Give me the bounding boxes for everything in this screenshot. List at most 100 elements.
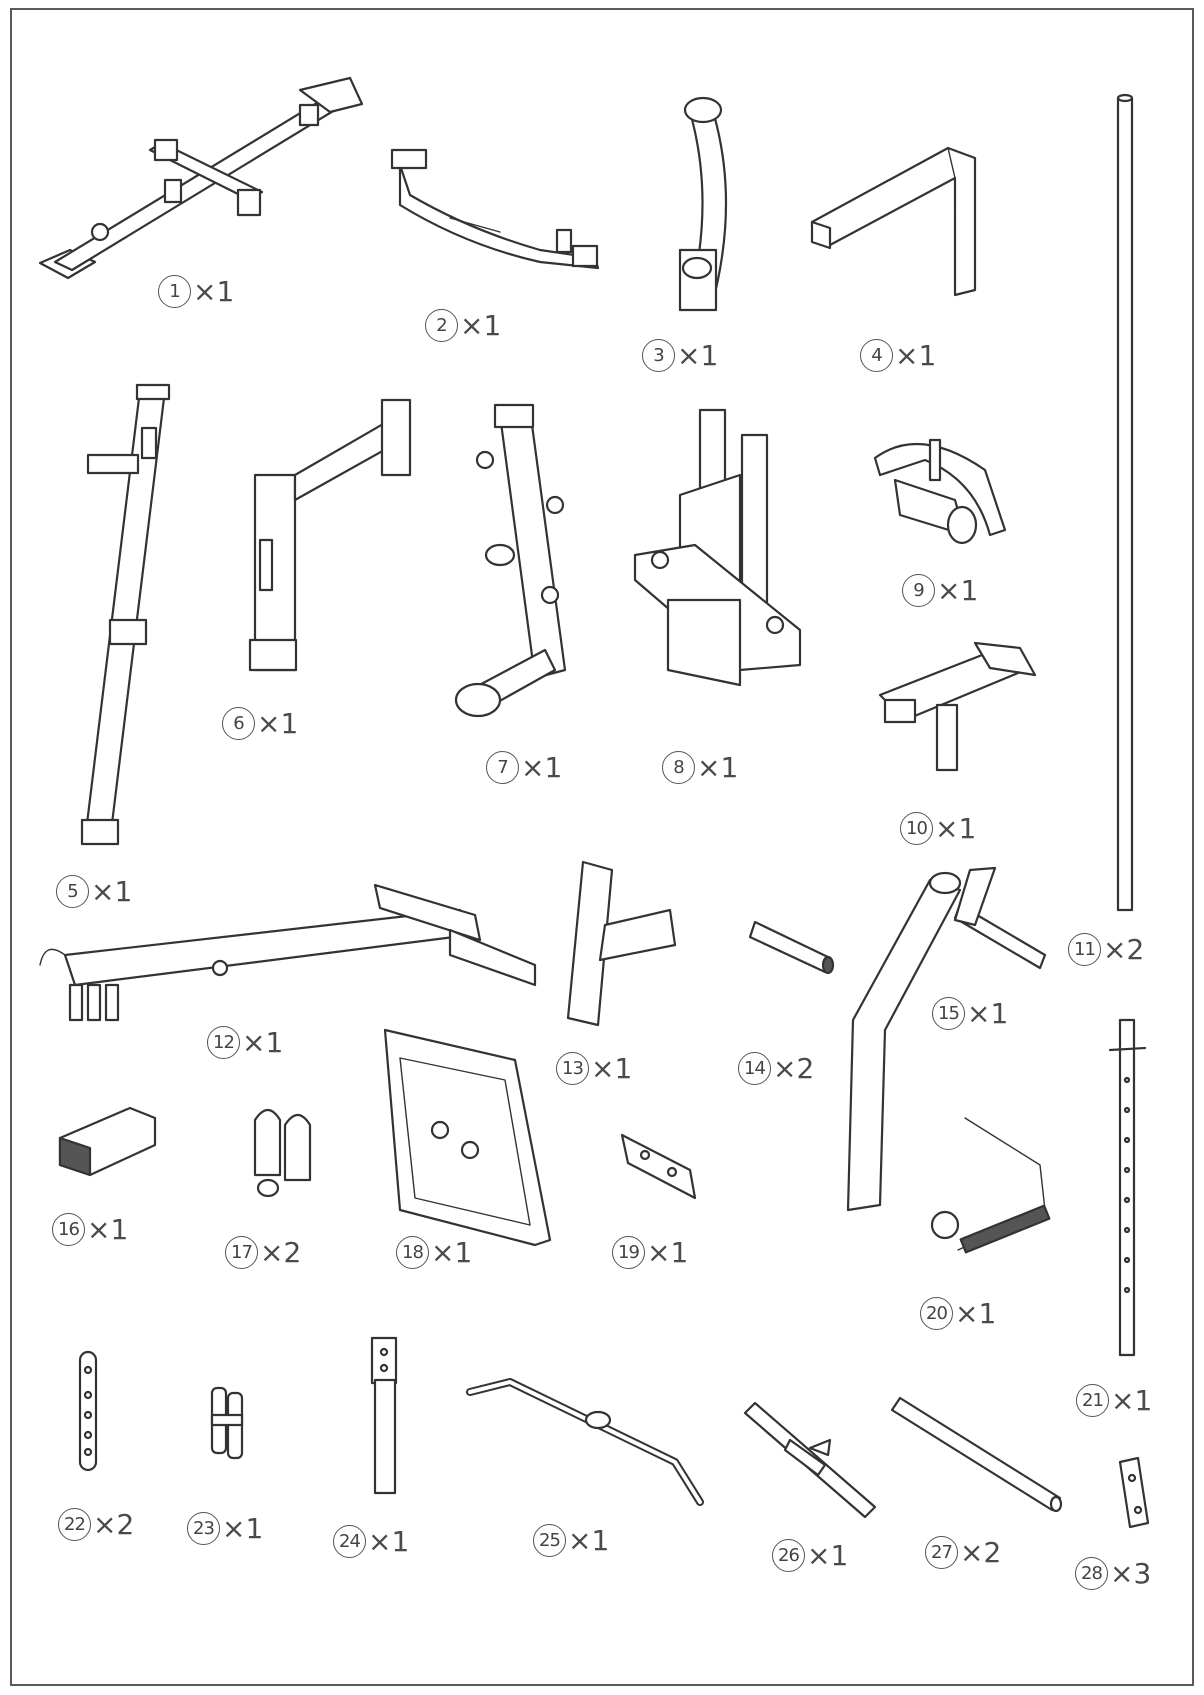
part-20-number: 20 — [920, 1297, 953, 1330]
part-10-quantity: ×1 — [935, 811, 977, 845]
part-24-label: 24×1 — [333, 1525, 409, 1558]
part-2-quantity: ×1 — [460, 308, 502, 342]
part-8-quantity: ×1 — [697, 750, 739, 784]
part-17-label: 17×2 — [225, 1236, 301, 1269]
part-1-number: 1 — [158, 275, 191, 308]
part-22-number: 22 — [58, 1508, 91, 1541]
part-28-number: 28 — [1075, 1557, 1108, 1590]
part-25-number: 25 — [533, 1524, 566, 1557]
part-6-number: 6 — [222, 707, 255, 740]
part-3-number: 3 — [642, 339, 675, 372]
part-24-number: 24 — [333, 1525, 366, 1558]
part-9-number: 9 — [902, 574, 935, 607]
part-4-number: 4 — [860, 339, 893, 372]
part-14-number: 14 — [738, 1052, 771, 1085]
part-21-quantity: ×1 — [1111, 1383, 1153, 1417]
part-7-number: 7 — [486, 751, 519, 784]
part-3-quantity: ×1 — [677, 338, 719, 372]
part-20-label: 20×1 — [920, 1297, 996, 1330]
part-14-quantity: ×2 — [773, 1051, 815, 1085]
part-9-label: 9×1 — [902, 574, 978, 607]
part-5-number: 5 — [56, 875, 89, 908]
part-2-number: 2 — [425, 309, 458, 342]
part-20-quantity: ×1 — [955, 1296, 997, 1330]
part-1-quantity: ×1 — [193, 274, 235, 308]
part-13-label: 13×1 — [556, 1052, 632, 1085]
part-15-label: 15×1 — [932, 997, 1008, 1030]
part-18-number: 18 — [396, 1236, 429, 1269]
part-6-quantity: ×1 — [257, 706, 299, 740]
part-19-quantity: ×1 — [647, 1235, 689, 1269]
part-13-number: 13 — [556, 1052, 589, 1085]
part-19-label: 19×1 — [612, 1236, 688, 1269]
diagram-frame — [10, 8, 1194, 1686]
part-17-number: 17 — [225, 1236, 258, 1269]
part-1-label: 1×1 — [158, 275, 234, 308]
part-18-quantity: ×1 — [431, 1235, 473, 1269]
part-22-label: 22×2 — [58, 1508, 134, 1541]
part-15-quantity: ×1 — [967, 996, 1009, 1030]
part-26-quantity: ×1 — [807, 1538, 849, 1572]
part-13-quantity: ×1 — [591, 1051, 633, 1085]
part-26-number: 26 — [772, 1539, 805, 1572]
part-25-label: 25×1 — [533, 1524, 609, 1557]
part-21-label: 21×1 — [1076, 1384, 1152, 1417]
part-9-quantity: ×1 — [937, 573, 979, 607]
part-7-label: 7×1 — [486, 751, 562, 784]
part-11-quantity: ×2 — [1103, 932, 1145, 966]
part-18-label: 18×1 — [396, 1236, 472, 1269]
part-16-number: 16 — [52, 1213, 85, 1246]
part-15-number: 15 — [932, 997, 965, 1030]
part-4-label: 4×1 — [860, 339, 936, 372]
part-26-label: 26×1 — [772, 1539, 848, 1572]
part-5-label: 5×1 — [56, 875, 132, 908]
part-23-quantity: ×1 — [222, 1511, 264, 1545]
part-2-label: 2×1 — [425, 309, 501, 342]
part-19-number: 19 — [612, 1236, 645, 1269]
part-10-number: 10 — [900, 812, 933, 845]
part-16-quantity: ×1 — [87, 1212, 129, 1246]
part-17-quantity: ×2 — [260, 1235, 302, 1269]
part-28-quantity: ×3 — [1110, 1556, 1152, 1590]
part-28-label: 28×3 — [1075, 1557, 1151, 1590]
part-12-label: 12×1 — [207, 1026, 283, 1059]
part-16-label: 16×1 — [52, 1213, 128, 1246]
part-11-label: 11×2 — [1068, 933, 1144, 966]
part-27-quantity: ×2 — [960, 1535, 1002, 1569]
part-5-quantity: ×1 — [91, 874, 133, 908]
part-12-quantity: ×1 — [242, 1025, 284, 1059]
part-6-label: 6×1 — [222, 707, 298, 740]
part-12-number: 12 — [207, 1026, 240, 1059]
part-10-label: 10×1 — [900, 812, 976, 845]
part-22-quantity: ×2 — [93, 1507, 135, 1541]
part-23-number: 23 — [187, 1512, 220, 1545]
part-4-quantity: ×1 — [895, 338, 937, 372]
part-11-number: 11 — [1068, 933, 1101, 966]
